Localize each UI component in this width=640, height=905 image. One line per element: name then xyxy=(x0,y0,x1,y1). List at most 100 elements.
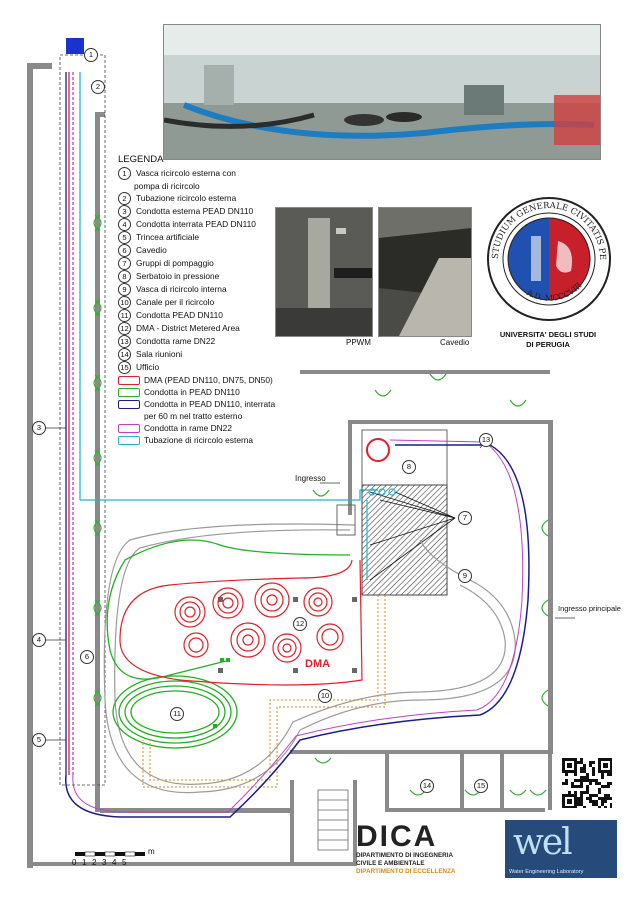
callout-8: 8 xyxy=(402,460,416,474)
legend-item-number: 8 xyxy=(118,270,131,284)
callout-5: 5 xyxy=(32,733,46,747)
legend-item-number: 4 xyxy=(118,218,131,232)
pump-units xyxy=(366,488,396,580)
dica-logo-text: DICA xyxy=(356,820,438,853)
ingresso-principale-label: Ingresso principale xyxy=(558,604,621,613)
university-name: UNIVERSITA' DEGLI STUDI DI PERUGIA xyxy=(499,330,597,349)
wall-stair-left xyxy=(290,780,294,866)
legend-item-number: 7 xyxy=(118,257,131,271)
legend-item-text: Vasca di ricircolo interna xyxy=(136,284,227,295)
callout-1: 1 xyxy=(84,48,98,62)
legend-line-swatch xyxy=(118,436,140,446)
legend-item-number: 13 xyxy=(118,335,131,349)
legend-item: 9 Vasca di ricircolo interna xyxy=(118,283,328,297)
legend-item: 1 Vasca ricircolo esterna con xyxy=(118,167,328,181)
stairs xyxy=(317,789,349,851)
recirculation-pipe xyxy=(80,489,378,501)
wall-bottom xyxy=(100,808,290,813)
legend-line-item: DMA (PEAD DN110, DN75, DN50) xyxy=(118,375,328,386)
scale-tick-label: 5 xyxy=(122,858,127,867)
scale-tick-label: 2 xyxy=(92,858,97,867)
wall-room-top xyxy=(348,420,553,424)
legend-item-number: 10 xyxy=(118,296,131,310)
wall-dma-room-left xyxy=(348,420,352,515)
legend-item-number: 6 xyxy=(118,244,131,258)
dma-label: DMA xyxy=(305,658,331,670)
pump-pointers xyxy=(369,491,456,581)
wall-bottom-right xyxy=(290,750,553,754)
legend-line-text: Condotta in PEAD DN110, interrata xyxy=(144,399,276,410)
callout-11: 11 xyxy=(170,707,184,721)
pressure-tank xyxy=(366,438,390,462)
ppwm-caption: PPWM xyxy=(346,338,371,347)
legend-line-text: DMA (PEAD DN110, DN75, DN50) xyxy=(144,375,273,386)
wel-logo: wel Water Engineering Laboratory xyxy=(505,820,617,878)
legend-line-item: Condotta in rame DN22 xyxy=(118,423,328,434)
legend-item-number: 1 xyxy=(118,167,131,181)
legend-line-swatch xyxy=(118,376,140,386)
scale-tick-label: 3 xyxy=(102,858,107,867)
lab-panorama-photo xyxy=(163,24,601,160)
callout-4: 4 xyxy=(32,633,46,647)
building-walls xyxy=(27,63,553,868)
callout-7: 7 xyxy=(458,511,472,525)
scale-tick-label: 4 xyxy=(112,858,117,867)
legend-line-swatch xyxy=(118,388,140,398)
legend-item-text: pompa di ricircolo xyxy=(134,181,200,192)
copper-pipe xyxy=(72,439,524,813)
legend-item-text: Vasca ricircolo esterna con xyxy=(136,168,236,179)
cavedio-photo xyxy=(378,207,472,337)
legend-line-text: Condotta in rame DN22 xyxy=(144,423,232,434)
legend-item-number: 2 xyxy=(118,192,131,206)
scale-bar xyxy=(75,851,145,857)
legend-item-text: Canale per il ricircolo xyxy=(136,297,215,308)
legend-item-text: Trincea artificiale xyxy=(136,232,199,243)
wall-room-15-right xyxy=(500,754,504,812)
wall-bottom-left xyxy=(27,862,357,866)
legend-item-text: Tubazione ricircolo esterna xyxy=(136,193,237,204)
interrata-pipe xyxy=(65,444,530,818)
legend-item-number: 3 xyxy=(118,205,131,219)
legend-line-text: Tubazione di ricircolo esterna xyxy=(144,435,254,446)
legend-item-number: 14 xyxy=(118,348,131,362)
wall-mid-top xyxy=(300,370,550,374)
legend-item-text: Condotta rame DN22 xyxy=(136,336,216,347)
legend-item-number: 12 xyxy=(118,322,131,336)
external-pit-outline xyxy=(59,54,106,786)
callout-12: 12 xyxy=(293,617,307,631)
legend-item: 10 Canale per il ricircolo xyxy=(118,296,328,310)
dma-valves xyxy=(213,658,230,728)
legend-item-text: Condotta esterna PEAD DN110 xyxy=(136,206,254,217)
scale-tick-label: 0 xyxy=(72,858,77,867)
wall-stair-right xyxy=(353,780,357,866)
scale-tick-label: 1 xyxy=(82,858,87,867)
external-tank xyxy=(66,38,84,54)
wall-room-15-left xyxy=(460,754,464,812)
room-9-internal-tank xyxy=(361,484,448,596)
qr-code xyxy=(562,758,612,808)
legend-item: 2 Tubazione ricircolo esterna xyxy=(118,192,328,206)
wall-rooms-bottom xyxy=(385,808,545,812)
wall-inner-left xyxy=(95,112,100,812)
callout-9: 9 xyxy=(458,569,472,583)
wall-room-14-left xyxy=(385,754,389,812)
legend-item-text: Condotta PEAD DN110 xyxy=(136,310,223,321)
legend-item-text: Cavedio xyxy=(136,245,167,256)
external-pipes xyxy=(65,72,81,775)
legend-item: 3 Condotta esterna PEAD DN110 xyxy=(118,205,328,219)
legend-line-item: Tubazione di ricircolo esterna xyxy=(118,435,328,446)
pump-box xyxy=(336,504,356,536)
legend-item-number: 9 xyxy=(118,283,131,297)
legend-item: 6 Cavedio xyxy=(118,244,328,258)
legend-item-number: 5 xyxy=(118,231,131,245)
wel-logo-text: wel xyxy=(513,822,573,863)
dma-network xyxy=(119,559,363,686)
